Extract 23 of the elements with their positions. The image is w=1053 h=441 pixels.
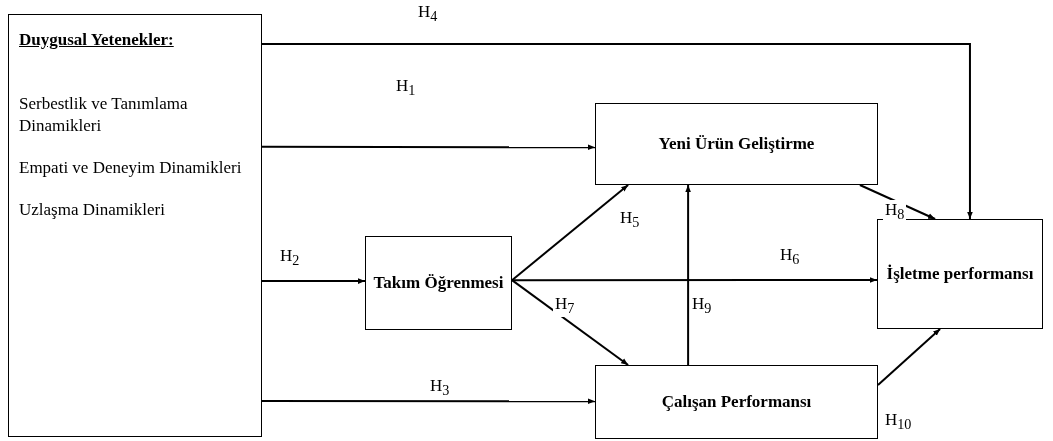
list-heading: Duygusal Yetenekler:	[19, 29, 174, 51]
arrow	[877, 328, 942, 386]
arrow	[511, 277, 878, 283]
construct-label: Yeni Ürün Geliştirme	[658, 132, 815, 155]
arrow	[685, 184, 691, 366]
construct-box	[595, 365, 878, 439]
arrow	[511, 279, 630, 366]
arrow	[261, 278, 366, 284]
list-item: Serbestlik ve Tanımlama Dinamikleri	[19, 93, 189, 138]
arrow	[858, 184, 937, 220]
construct-label: Çalışan Performansı	[661, 390, 812, 413]
construct-list-box	[8, 14, 262, 437]
arrow	[261, 43, 973, 220]
construct-label: İşletme performansı	[886, 262, 1034, 285]
arrow	[261, 398, 596, 405]
construct-box	[877, 219, 1043, 329]
construct-box	[365, 236, 512, 330]
list-item: Empati ve Deneyim Dinamikleri	[19, 157, 242, 180]
arrow	[261, 144, 596, 151]
construct-box	[595, 103, 878, 185]
list-item: Uzlaşma Dinamikleri	[19, 199, 165, 222]
construct-label: Takım Öğrenmesi	[373, 271, 504, 294]
arrow	[511, 184, 630, 282]
